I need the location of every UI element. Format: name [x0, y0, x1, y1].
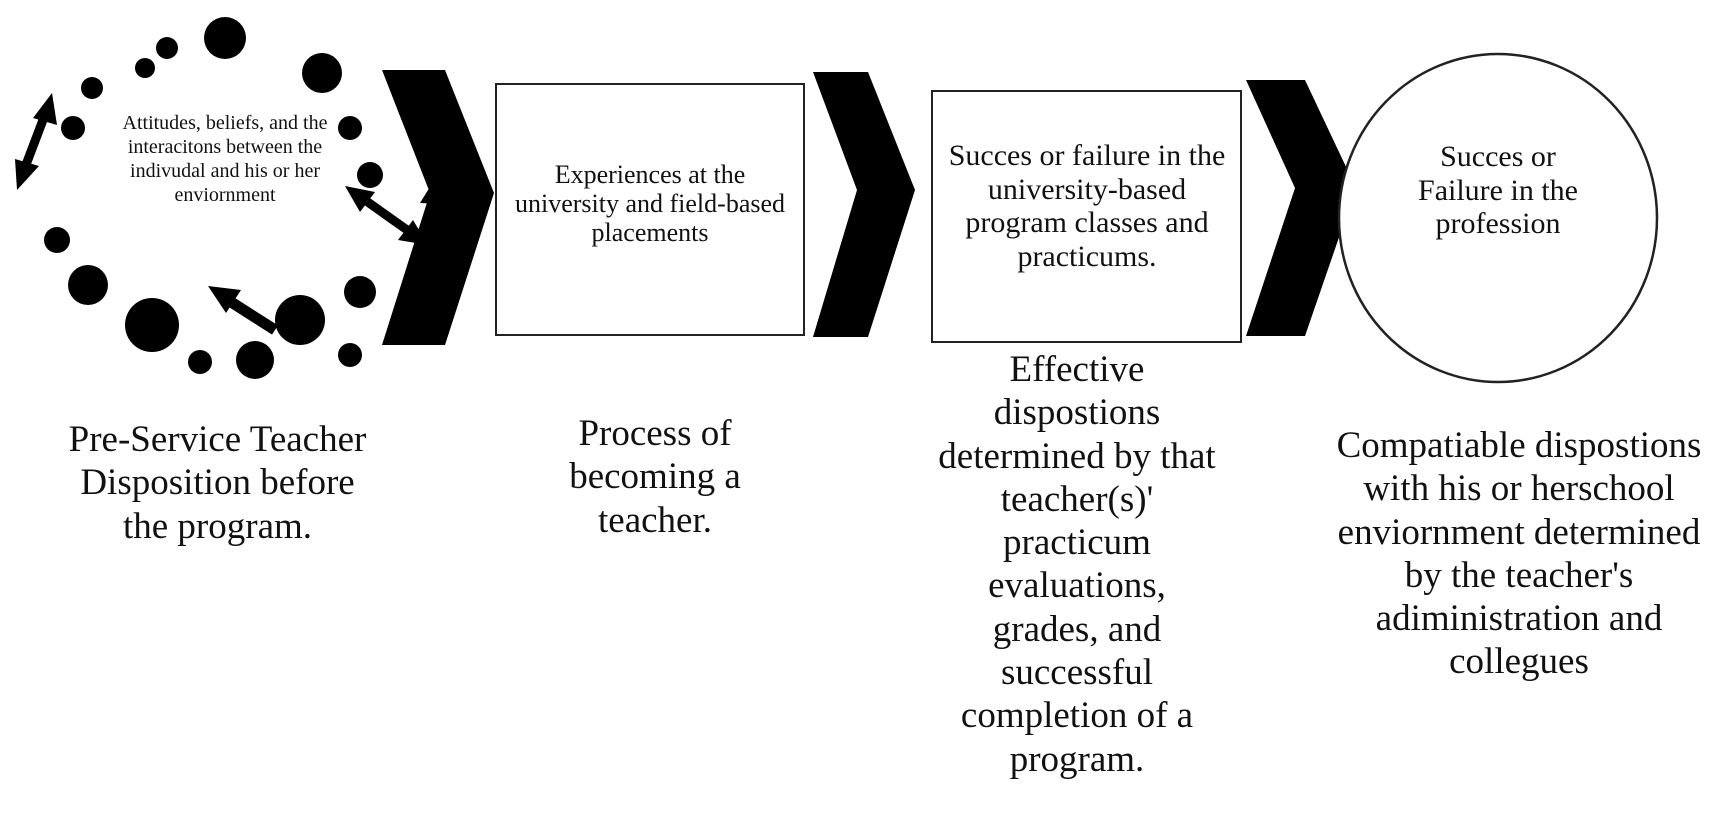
stage4-inner-text: Succes or Failure in the profession [1418, 140, 1578, 241]
dot-cluster [44, 17, 383, 379]
stage3-box [931, 90, 1242, 343]
chevron-right-icon [382, 70, 494, 345]
stage3-caption: Effective dispostions determined by that… [938, 349, 1216, 780]
stage2-inner-text: Experiences at the university and field-… [514, 160, 786, 248]
double-arrow-icon [345, 186, 428, 245]
arrow-icon [208, 286, 278, 335]
chevron-right-icon [1246, 80, 1356, 336]
stage4-oval [1337, 52, 1659, 384]
stage1-inner-text: Attitudes, beliefs, and the interacitons… [122, 112, 328, 206]
stage3-inner-text: Succes or failure in the university-base… [948, 139, 1226, 273]
double-arrow-icon [15, 93, 57, 190]
stage4-caption: Compatiable dispostions with his or hers… [1336, 425, 1702, 683]
stage2-caption: Process of becoming a teacher. [569, 413, 741, 541]
stage1-caption: Pre-Service Teacher Disposition before t… [68, 419, 367, 547]
stage2-box [495, 83, 805, 336]
chevron-right-icon [813, 72, 915, 337]
